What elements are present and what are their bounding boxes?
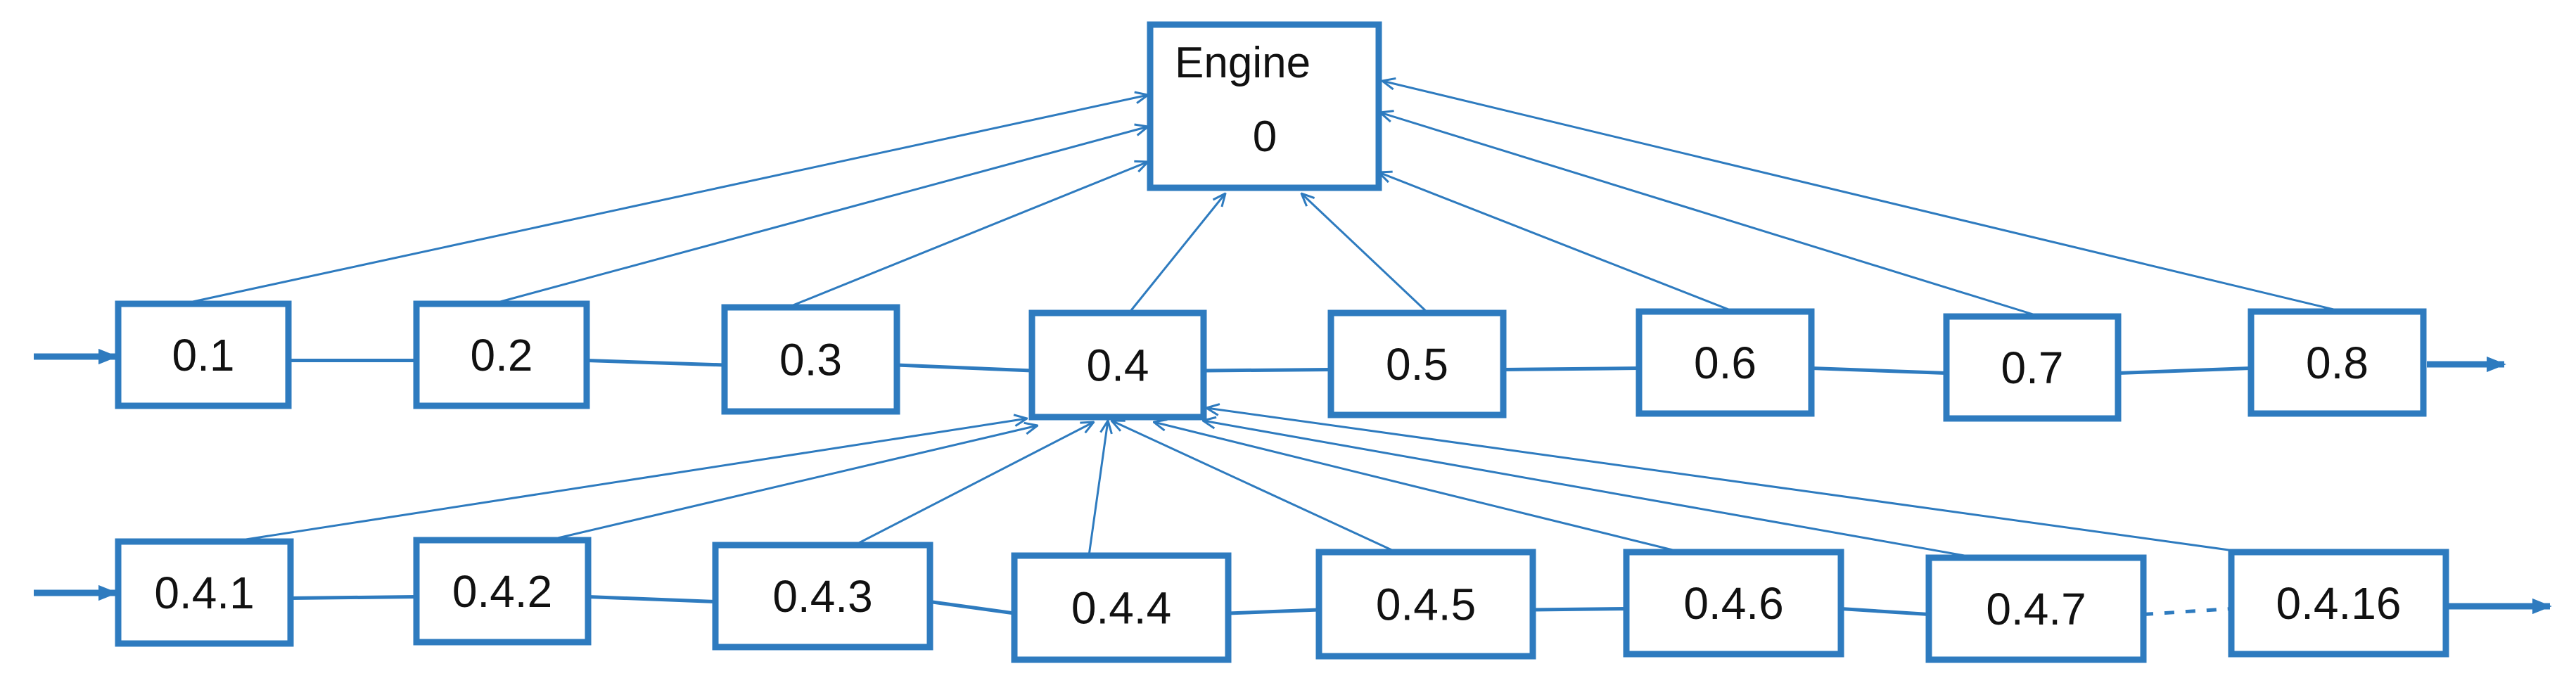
arrow-0-6-to-engine [1379,172,1735,313]
node-0-2-label: 0.2 [471,330,533,380]
node-0-4-6: 0.4.6 [1623,549,1844,658]
level2-link [929,600,1015,615]
node-0-4-1-label: 0.4.1 [154,568,254,618]
node-0-4: 0.4 [1028,309,1207,421]
node-0-4-4: 0.4.4 [1011,552,1232,663]
arrow-0-7-to-engine [1380,113,2041,318]
level2-link [290,595,417,600]
node-0-7: 0.7 [1943,313,2122,422]
node-boxes: Engine 0 0.1 0.2 0.3 0.4 0.5 0.6 0.7 0.8 0.4.1 0.… [115,21,2449,663]
level2-ellipsis-link [2143,607,2232,616]
arrow-0-2-to-engine [492,127,1148,305]
level1-link [1503,366,1640,371]
node-0-2: 0.2 [413,300,590,409]
engine-node-title: Engine [1175,39,1311,87]
node-0-4-5: 0.4.5 [1315,549,1536,660]
arrow-0-3-to-engine [787,162,1148,309]
node-0-5-label: 0.5 [1386,339,1448,390]
node-0-4-16: 0.4.16 [2228,549,2449,658]
node-0-4-7-label: 0.4.7 [1986,584,2086,634]
arrow-0-8-to-engine [1382,81,2343,313]
arrow-0-4-4-to-0-4 [1088,421,1108,556]
node-0-6-label: 0.6 [1694,338,1756,388]
arrow-0-4-3-to-0-4 [854,422,1094,546]
arrow-0-4-16-to-0-4 [1206,408,2245,554]
level1-link [1811,366,1947,375]
level1-link [586,359,725,367]
arrow-0-4-2-to-0-4 [548,426,1038,542]
node-0-8-label: 0.8 [2306,338,2368,388]
node-0-4-2: 0.4.2 [413,537,592,646]
node-0-4-5-label: 0.4.5 [1376,579,1476,629]
arrow-0-4-7-to-0-4 [1203,421,1977,559]
engine-node-id: 0 [1253,113,1277,161]
arrow-0-1-to-engine [182,95,1148,305]
arrow-0-5-to-engine [1301,193,1429,314]
node-0-1-label: 0.1 [172,330,235,380]
level2-link [1532,607,1627,612]
level1-link [1203,368,1332,373]
node-0-4-16-label: 0.4.16 [2276,578,2402,629]
node-0-3: 0.3 [721,304,900,415]
node-0-4-label: 0.4 [1087,340,1149,390]
node-0-4-6-label: 0.4.6 [1683,578,1783,629]
node-0-4-3-label: 0.4.3 [772,571,872,622]
level2-link [587,595,716,603]
node-0-8: 0.8 [2247,308,2427,417]
arrow-0-4-to-engine [1128,193,1225,314]
level2-link [1228,608,1320,615]
arrow-0-4-1-to-0-4 [231,418,1027,543]
node-0-4-7: 0.4.7 [1925,554,2147,663]
node-0-4-1: 0.4.1 [115,538,294,647]
node-0-4-2-label: 0.4.2 [452,566,552,617]
arrow-0-4-5-to-0-4 [1111,421,1397,554]
node-0-4-4-label: 0.4.4 [1071,582,1171,633]
level1-link [2117,366,2252,375]
arrow-0-4-6-to-0-4 [1154,422,1682,554]
node-0-5: 0.5 [1327,309,1507,418]
node-0-1: 0.1 [115,300,292,409]
node-0-4-3: 0.4.3 [712,542,933,651]
arrow-connectors [34,81,2552,615]
chain-connectors [288,359,2252,616]
level1-link [896,363,1033,373]
engine-node: Engine 0 [1147,21,1382,191]
level2-link [1840,607,1930,616]
node-0-6: 0.6 [1635,308,1815,417]
node-0-3-label: 0.3 [779,334,842,385]
node-0-7-label: 0.7 [2001,343,2064,393]
